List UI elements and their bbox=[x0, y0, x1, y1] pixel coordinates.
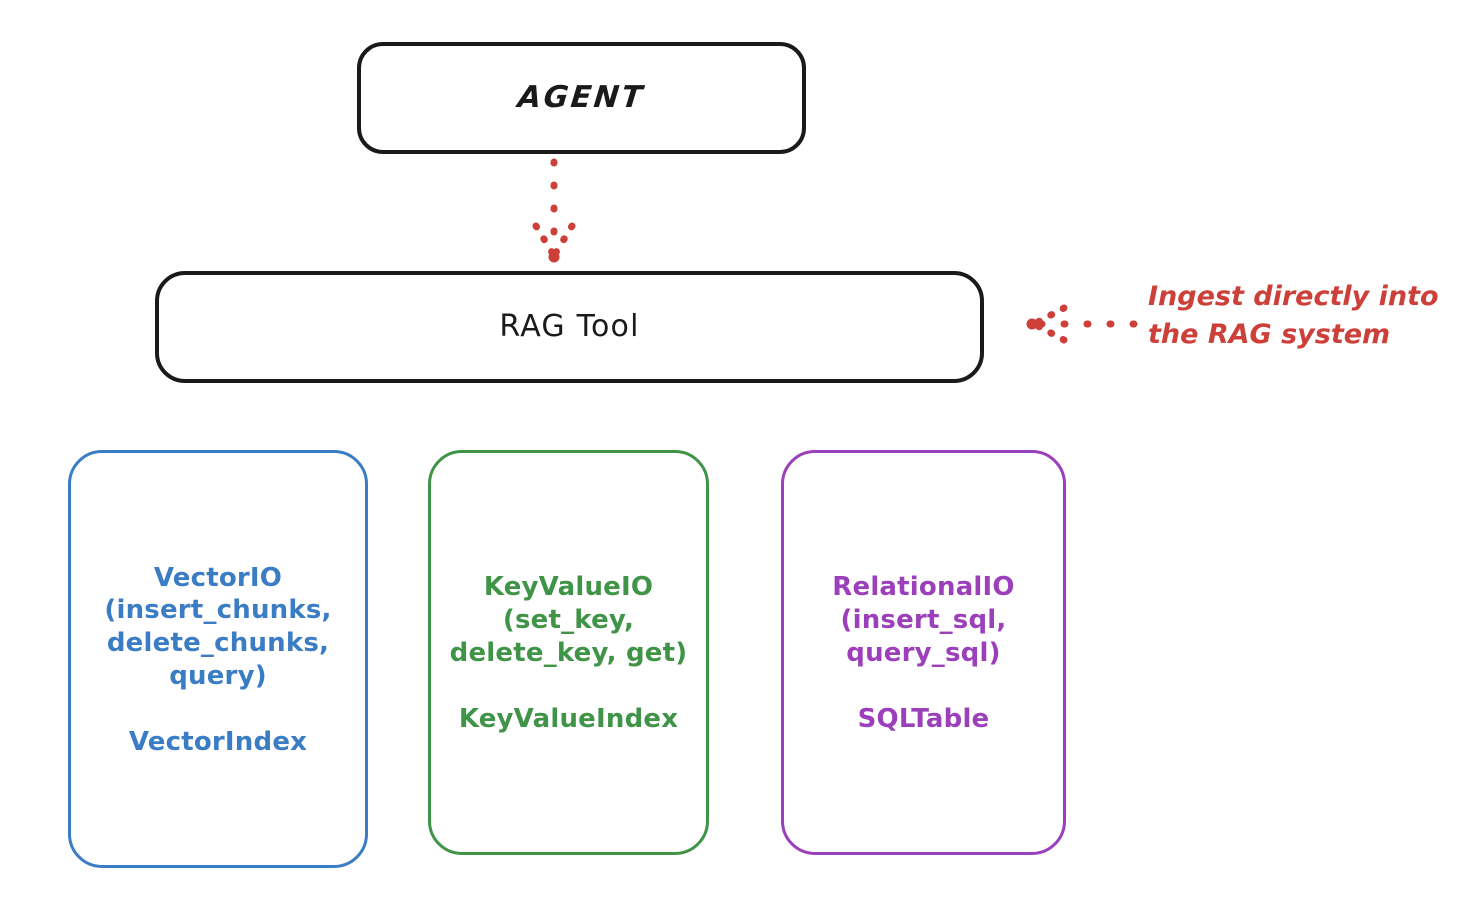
node-key-value-io[interactable]: KeyValueIO (set_key, delete_key, get) Ke… bbox=[428, 450, 709, 855]
node-relational-io[interactable]: RelationalIO (insert_sql, query_sql) SQL… bbox=[781, 450, 1066, 855]
node-rag-tool[interactable]: RAG Tool bbox=[155, 271, 984, 383]
node-key-value-io-sublabel: KeyValueIndex bbox=[458, 703, 679, 734]
node-vector-io-label: VectorIO (insert_chunks, delete_chunks, … bbox=[104, 562, 332, 691]
node-relational-io-sublabel: SQLTable bbox=[857, 703, 990, 734]
node-agent-label: AGENT bbox=[516, 80, 647, 116]
node-relational-io-label: RelationalIO (insert_sql, query_sql) bbox=[832, 572, 1015, 668]
node-vector-io[interactable]: VectorIO (insert_chunks, delete_chunks, … bbox=[68, 450, 368, 868]
node-agent[interactable]: AGENT bbox=[357, 42, 806, 154]
node-rag-tool-label: RAG Tool bbox=[499, 309, 640, 345]
connector-agent-to-rag-tool bbox=[532, 158, 576, 263]
node-key-value-io-label: KeyValueIO (set_key, delete_key, get) bbox=[449, 572, 688, 668]
annotation-ingest-label: Ingest directly into the RAG system bbox=[1148, 281, 1439, 350]
node-vector-io-sublabel: VectorIndex bbox=[128, 726, 308, 757]
connector-ingest-arrow bbox=[1026, 304, 1138, 344]
